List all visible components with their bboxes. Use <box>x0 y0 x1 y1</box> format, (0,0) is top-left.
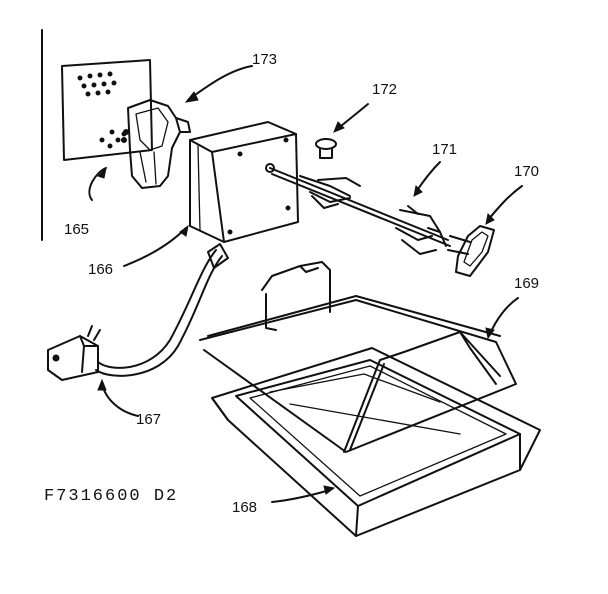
callout-label-173: 173 <box>252 51 277 68</box>
callout-labels: 165 166 167 168 169 170 171 172 173 <box>64 51 539 516</box>
callout-label-168: 168 <box>232 499 257 516</box>
part-172-screw <box>315 138 337 159</box>
callout-label-171: 171 <box>432 141 457 158</box>
part-166-motor-box <box>189 121 299 243</box>
part-168-drip-pan <box>211 347 541 537</box>
callout-label-172: 172 <box>372 81 397 98</box>
part-173-bracket <box>121 99 191 189</box>
callout-label-166: 166 <box>88 261 113 278</box>
part-170-handle <box>447 225 495 277</box>
callout-leaders <box>88 65 523 503</box>
part-167-power-cord <box>47 243 229 381</box>
callout-label-170: 170 <box>514 163 539 180</box>
callout-label-165: 165 <box>64 221 89 238</box>
part-171-spit-rod <box>269 167 451 255</box>
callout-label-169: 169 <box>514 275 539 292</box>
part-165-mounting-plate <box>61 59 153 161</box>
callout-label-167: 167 <box>136 411 161 428</box>
part-169-wire-rack <box>199 261 517 453</box>
drawing-number: F7316600 D2 <box>44 487 178 506</box>
